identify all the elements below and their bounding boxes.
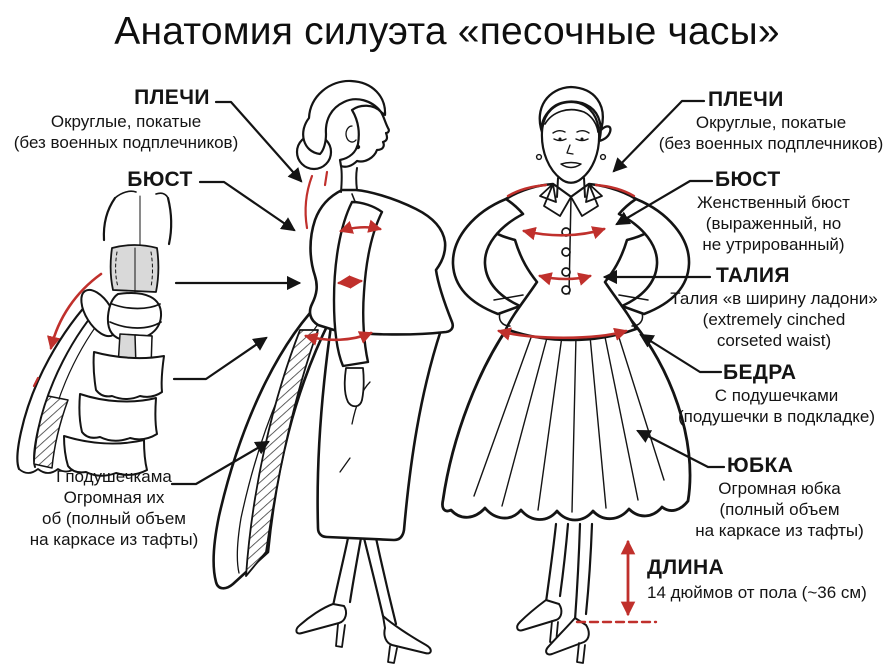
desc-line: Округлые, покатые <box>695 113 847 132</box>
desc-line: Огромная их <box>63 488 165 507</box>
side-view-figure-illustration <box>212 79 455 664</box>
desc-line: (подушечки в подкладке) <box>677 407 876 426</box>
desc-line: Округлые, покатые <box>50 112 202 131</box>
measure-arrow-waist-side <box>336 275 364 289</box>
label-shoulders-right: ПЛЕЧИ <box>708 88 784 111</box>
leader-arrows <box>170 99 726 486</box>
desc-shoulders-left: Округлые, покатые (без военных подплечни… <box>0 111 252 153</box>
measure-arrow-bust-side <box>339 219 382 234</box>
measure-arrow-waist-front <box>538 272 592 286</box>
desc-line: Гподушечкама <box>56 467 172 486</box>
desc-line: (полный объем <box>719 500 840 519</box>
leader-right-bust <box>615 179 714 226</box>
leader-right-hips <box>639 333 723 374</box>
leader-right-shoulders <box>612 99 706 173</box>
desc-line: corseted waist) <box>716 331 832 350</box>
label-shoulders-left: ПЛЕЧИ <box>134 86 210 109</box>
shoulder-line-left <box>506 183 548 198</box>
label-length: ДЛИНА <box>647 556 725 579</box>
label-bust-left: БЮСТ <box>127 168 193 191</box>
leader-left-bust <box>198 180 296 232</box>
measure-arrow-hips-front <box>497 327 628 341</box>
leader-right-skirt <box>636 429 726 469</box>
desc-line: (без военных подплечников) <box>658 134 884 153</box>
desc-line: 14 дюймов от пола (~36 см) <box>647 583 867 602</box>
measure-arrow-hips-side <box>304 331 373 346</box>
desc-line: Талия «в ширину ладони» <box>670 289 878 308</box>
front-figure-red-marks <box>497 183 658 624</box>
desc-bust-right: Женственный бюст (выраженный, но не утри… <box>652 192 894 255</box>
desc-skirt: Огромная юбка (полный объем на каркасе и… <box>658 478 894 541</box>
front-view-figure-illustration <box>441 85 692 664</box>
desc-line: (без военных подплечников) <box>13 133 239 152</box>
page-title: Анатомия силуэта «песочные часы» <box>114 10 780 53</box>
desc-shoulders-right: Округлые, покатые (без военных подплечни… <box>645 112 894 154</box>
side-figure-red-marks <box>304 170 329 230</box>
label-skirt: ЮБКА <box>727 454 794 477</box>
desc-skirt-pads-left: Гподушечкама Огромная их об (полный объе… <box>5 466 223 550</box>
measure-arrow-bust-front <box>522 226 606 241</box>
leader-left-pads <box>170 440 270 486</box>
desc-length: 14 дюймов от пола (~36 см) <box>647 582 894 603</box>
desc-waist: Талия «в ширину ладони» (extremely cinch… <box>650 288 894 351</box>
desc-line: на каркасе из тафты) <box>695 521 864 540</box>
desc-line: С подушечками <box>714 386 839 405</box>
label-bust-right: БЮСТ <box>715 168 781 191</box>
shoulder-line-right <box>594 183 636 198</box>
label-hips: БЕДРА <box>723 361 797 384</box>
desc-line: об (полный объем <box>41 509 186 528</box>
desc-line: Женственный бюст <box>697 193 850 212</box>
measurement-arrows-side-figure <box>304 219 382 346</box>
desc-line: Огромная юбка <box>718 479 841 498</box>
desc-hips: С подушечками (подушечки в подкладке) <box>655 385 894 427</box>
desc-line: на каркасе из тафты) <box>29 530 199 549</box>
desc-line: не утрированный) <box>702 235 845 254</box>
label-waist: ТАЛИЯ <box>716 264 790 287</box>
desc-line: (extremely cinched <box>702 310 846 329</box>
desc-line: (выраженный, но <box>705 214 842 233</box>
fall-direction-arrow <box>32 272 103 388</box>
leader-left-overskirt <box>172 336 268 381</box>
leader-left-shoulders <box>214 100 303 183</box>
corset-petticoat-detail-illustration <box>16 190 173 477</box>
